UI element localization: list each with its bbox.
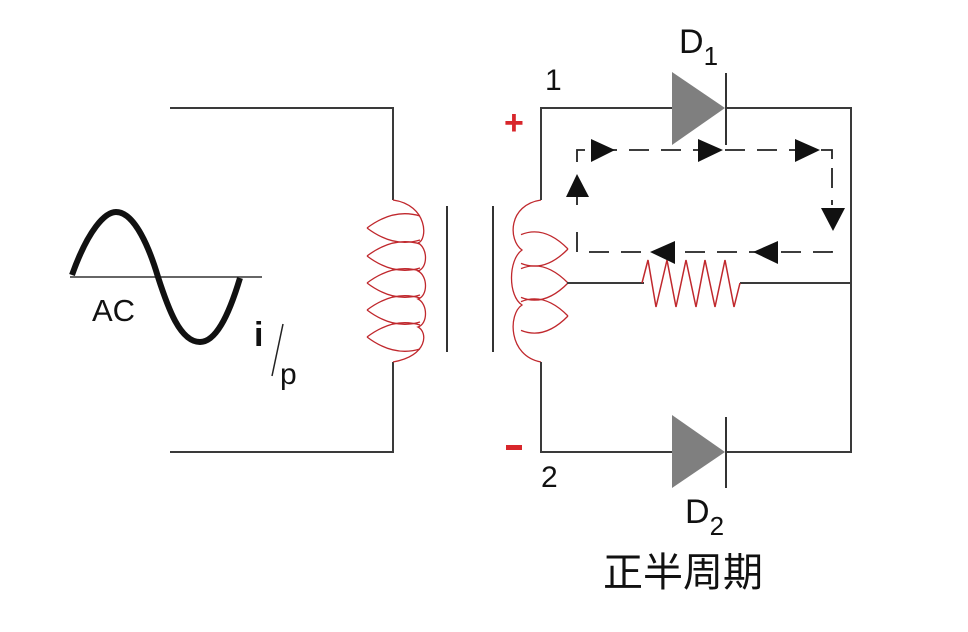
diode-d2-triangle bbox=[672, 415, 725, 488]
diode-d1-subscript: 1 bbox=[703, 41, 719, 71]
diode-d1 bbox=[672, 72, 727, 145]
primary-coil-outer bbox=[392, 199, 427, 363]
flow-arrow-up bbox=[566, 174, 589, 197]
secondary-bottom-wire bbox=[540, 362, 672, 453]
primary-coil-loop bbox=[366, 295, 421, 325]
flow-arrows bbox=[566, 139, 845, 264]
secondary-top-wire bbox=[540, 107, 672, 200]
primary-coil-loop bbox=[366, 213, 421, 243]
primary-coil-loop bbox=[366, 241, 421, 271]
current-label-main: i bbox=[254, 316, 264, 354]
flow-arrow-right-2 bbox=[698, 139, 723, 162]
diode-d2-subscript: 2 bbox=[709, 511, 725, 541]
diode-d2-label: D2 bbox=[685, 493, 724, 539]
secondary-coil-loop bbox=[520, 298, 569, 334]
polarity-plus: + bbox=[504, 104, 524, 142]
flow-arrow-right-3 bbox=[795, 139, 820, 162]
flow-arrow-left-2 bbox=[650, 241, 675, 264]
secondary-coil bbox=[510, 199, 569, 363]
primary-top-wire bbox=[170, 107, 394, 200]
primary-coil-loop bbox=[366, 268, 421, 298]
diode-d2-letter: D bbox=[685, 493, 710, 531]
ac-label: AC bbox=[92, 293, 136, 328]
diode-d2 bbox=[672, 415, 727, 488]
flow-bottom-segment bbox=[576, 232, 833, 253]
primary-bottom-wire bbox=[170, 362, 394, 453]
diagram-caption: 正半周期 bbox=[603, 550, 763, 596]
load-resistor bbox=[641, 259, 741, 308]
ac-source bbox=[69, 208, 284, 377]
primary-wires bbox=[170, 107, 394, 453]
ac-sine-wave bbox=[69, 208, 243, 346]
flow-arrow-right-1 bbox=[591, 139, 615, 162]
current-slash bbox=[271, 323, 284, 377]
current-label-sub: p bbox=[280, 358, 297, 391]
flow-arrow-down bbox=[821, 208, 845, 231]
polarity-minus bbox=[506, 445, 522, 450]
diode-d1-triangle bbox=[672, 72, 725, 145]
current-flow-path bbox=[576, 149, 833, 253]
diode-d1-label: D1 bbox=[679, 23, 718, 69]
d1-output-wire bbox=[725, 107, 852, 453]
flow-arrow-left-1 bbox=[753, 241, 778, 264]
terminal-1-label: 1 bbox=[545, 64, 562, 97]
secondary-coil-loop bbox=[520, 265, 569, 301]
primary-coil-loop bbox=[366, 322, 421, 352]
secondary-coil-loop bbox=[520, 231, 569, 267]
secondary-wires bbox=[540, 107, 852, 453]
secondary-coil-outer bbox=[510, 199, 542, 363]
diode-d1-letter: D bbox=[679, 23, 704, 61]
terminal-2-label: 2 bbox=[541, 461, 558, 494]
primary-coil bbox=[366, 199, 427, 363]
